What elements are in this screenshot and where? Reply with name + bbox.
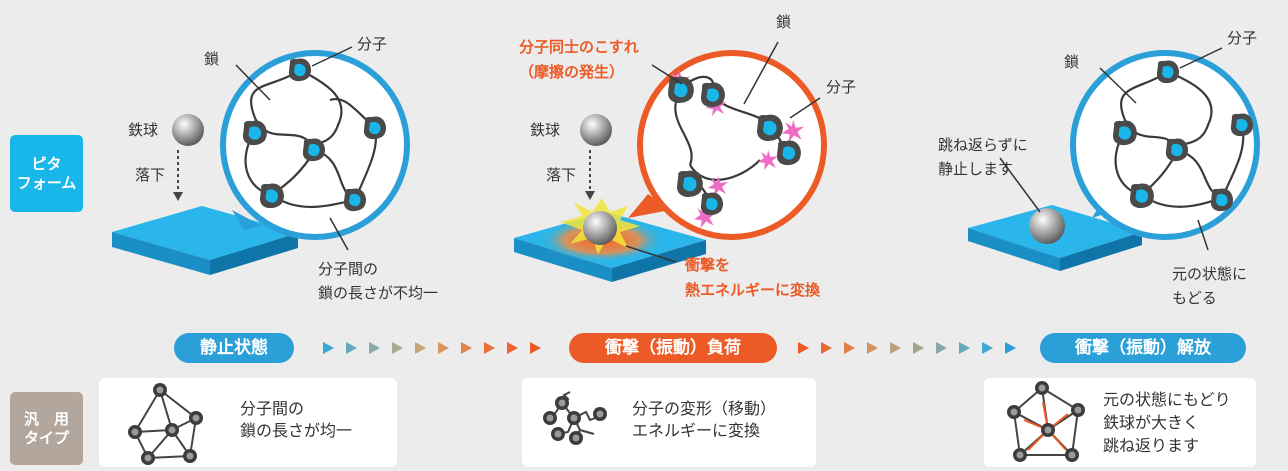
molecule xyxy=(288,58,311,82)
molecule xyxy=(1112,120,1137,146)
molecule xyxy=(677,170,703,198)
network-node-core xyxy=(558,399,566,407)
left-steel-ball-label: 鉄球 xyxy=(128,121,159,139)
steel-ball xyxy=(1029,208,1065,244)
left-chain-label: 鎖 xyxy=(204,50,220,68)
flow-arrow xyxy=(936,342,947,354)
flow-arrow xyxy=(867,342,878,354)
rest-note: 跳ね返らずに 静止します xyxy=(938,136,1028,178)
pita-foam-label: ピタ フォーム xyxy=(10,135,83,212)
middle-chain-label: 鎖 xyxy=(776,13,792,31)
flow-arrow xyxy=(507,342,518,354)
state-release-pill: 衝撃（振動）解放 xyxy=(1040,333,1246,363)
flow-arrow xyxy=(392,342,403,354)
network-node-core xyxy=(144,454,152,462)
generic-type-label: 汎 用 タイプ xyxy=(10,392,83,465)
generic-network-deformed-icon xyxy=(553,391,601,439)
steel-ball xyxy=(172,114,204,146)
arrows-right xyxy=(798,342,1016,354)
flow-arrow xyxy=(415,342,426,354)
network-node-core xyxy=(1010,408,1018,416)
molecule xyxy=(1156,60,1179,84)
arrows-left xyxy=(323,342,541,354)
flow-arrow xyxy=(821,342,832,354)
magnifier-pointer xyxy=(232,210,262,230)
foam-pad xyxy=(112,206,298,260)
steel-ball-start xyxy=(580,114,612,146)
middle-steel-ball-label: 鉄球 xyxy=(530,121,561,139)
network-node-core xyxy=(1044,426,1052,434)
network-node-core xyxy=(192,414,200,422)
flow-arrow xyxy=(982,342,993,354)
molecule xyxy=(343,188,366,212)
network-node-core xyxy=(570,414,578,422)
molecule xyxy=(700,192,723,216)
flow-arrow xyxy=(890,342,901,354)
flow-arrow xyxy=(438,342,449,354)
molecule xyxy=(668,76,694,104)
magnifier-pointer xyxy=(628,194,670,218)
convert-label: 衝撃を 熱エネルギーに変換 xyxy=(685,256,821,299)
molecule xyxy=(700,82,725,108)
molecule xyxy=(1210,188,1233,212)
flow-arrow xyxy=(323,342,334,354)
flow-arrow xyxy=(913,342,924,354)
flow-arrow xyxy=(530,342,541,354)
stage-middle xyxy=(514,41,827,282)
network-node-core xyxy=(168,426,176,434)
network-node-core xyxy=(1016,451,1024,459)
network-node-core xyxy=(1038,384,1046,392)
flow-arrow xyxy=(484,342,495,354)
steel-ball xyxy=(583,211,617,245)
flow-arrow xyxy=(461,342,472,354)
left-note: 分子間の 鎖の長さが不均一 xyxy=(318,260,439,302)
return-note: 元の状態に もどる xyxy=(1172,265,1248,307)
molecule xyxy=(1230,113,1253,137)
flow-arrow xyxy=(1005,342,1016,354)
stage-right xyxy=(968,47,1260,271)
network-node-core xyxy=(1074,406,1082,414)
middle-molecule-label: 分子 xyxy=(826,78,857,96)
molecule xyxy=(363,116,386,140)
network-node-core xyxy=(186,452,194,460)
flow-arrow xyxy=(844,342,855,354)
molecule xyxy=(302,138,325,162)
network-node-core xyxy=(554,430,562,438)
network-node-core xyxy=(596,410,604,418)
molecule xyxy=(776,140,801,166)
flow-arrow xyxy=(959,342,970,354)
left-drop-label: 落下 xyxy=(135,166,166,184)
molecule xyxy=(757,114,783,142)
stage-left xyxy=(112,46,410,275)
network-node-core xyxy=(546,414,554,422)
network-node-core xyxy=(156,386,164,394)
network-node-core xyxy=(131,428,139,436)
flow-arrow xyxy=(798,342,809,354)
molecule xyxy=(259,183,284,209)
flow-arrow xyxy=(346,342,357,354)
left-molecule-label: 分子 xyxy=(357,35,388,53)
middle-drop-label: 落下 xyxy=(546,166,577,184)
right-molecule-label: 分子 xyxy=(1227,29,1258,47)
friction-label: 分子同士のこすれ （摩擦の発生） xyxy=(519,38,639,81)
network-node-core xyxy=(1068,451,1076,459)
molecule xyxy=(1129,183,1154,209)
state-static-pill: 静止状態 xyxy=(174,333,294,363)
right-chain-label: 鎖 xyxy=(1064,53,1080,71)
flow-arrow xyxy=(369,342,380,354)
generic-network-uniform-icon xyxy=(133,387,198,460)
network-node-core xyxy=(572,434,580,442)
molecule xyxy=(1165,138,1188,162)
state-impact-pill: 衝撃（振動）負荷 xyxy=(569,333,777,363)
molecule xyxy=(242,120,267,146)
